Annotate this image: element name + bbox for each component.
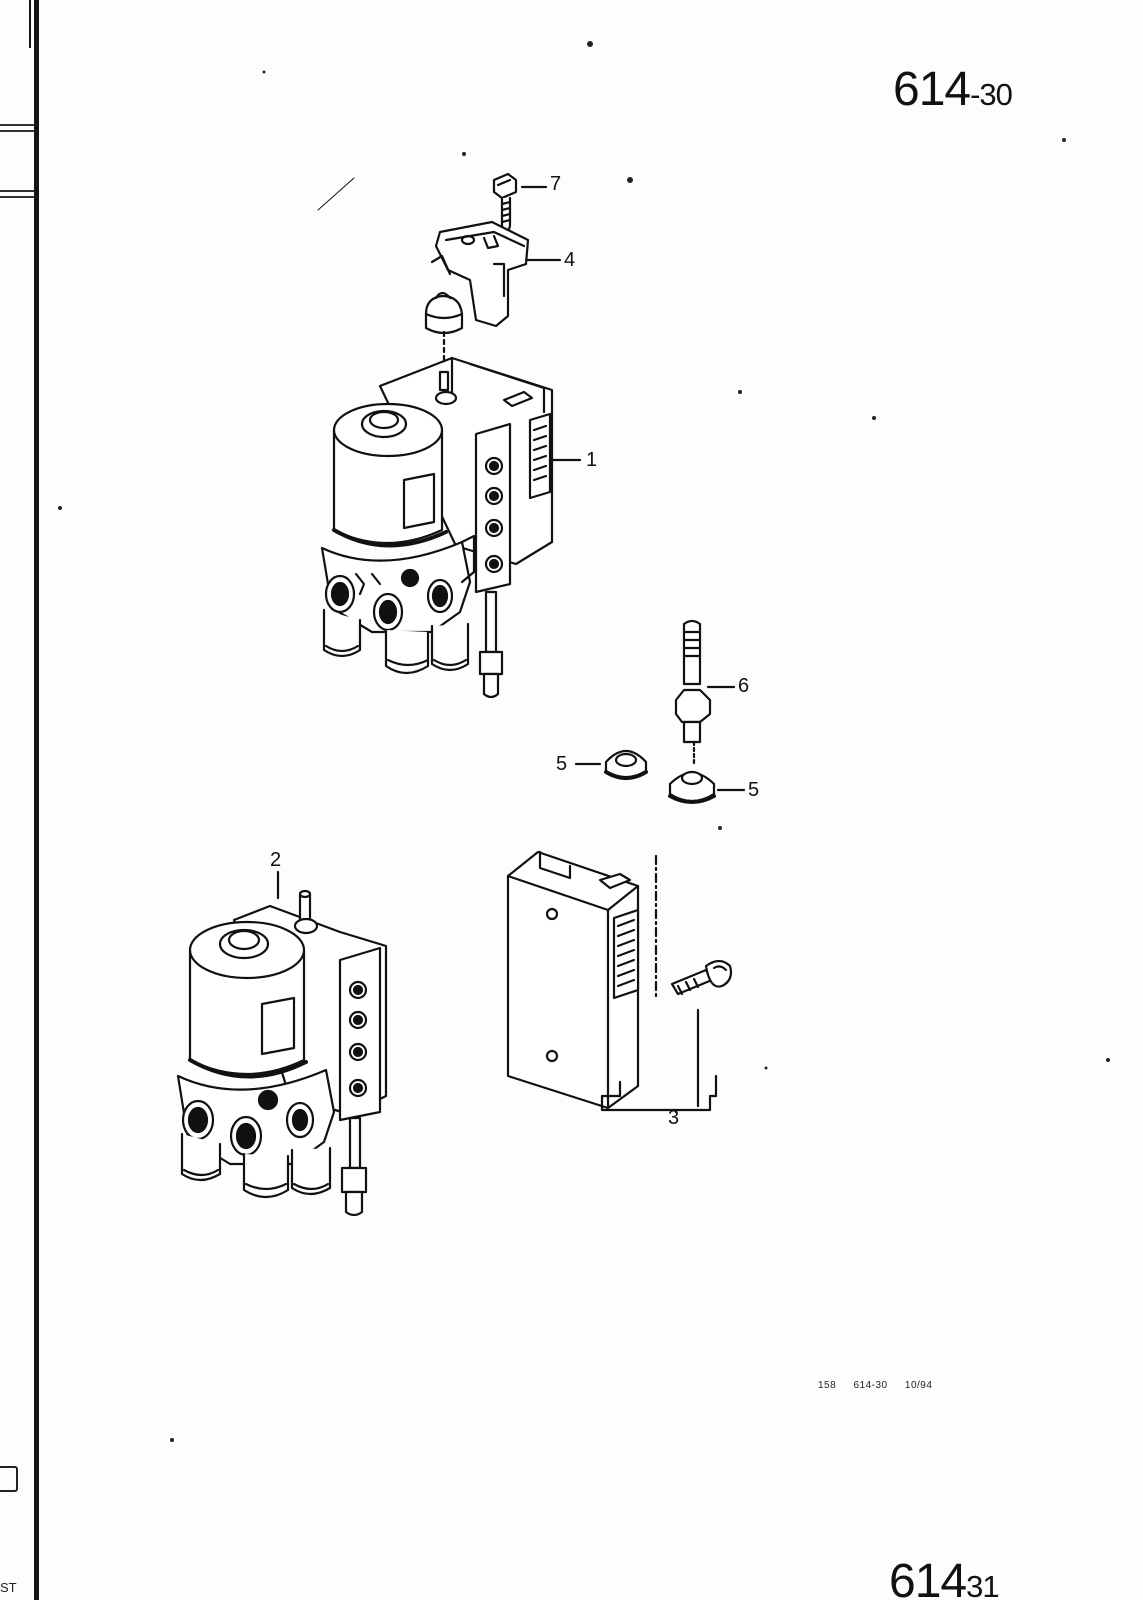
callout-1: 1: [586, 449, 598, 471]
binder-edge: [34, 0, 39, 1600]
callout-4: 4: [564, 249, 576, 271]
scan-noise: [58, 41, 1110, 1442]
callout-6: 6: [738, 675, 750, 697]
section-suffix: -30: [970, 77, 1013, 112]
part-4-bracket: [424, 220, 562, 335]
section-number-bottom: 61431: [889, 1555, 1000, 1608]
footer-code: 158 614-30 10/94: [818, 1380, 946, 1391]
part-2-pump-assembly: [176, 870, 388, 1217]
callout-5b: 5: [748, 779, 760, 801]
next-section-suffix: 31: [966, 1569, 999, 1604]
footer-code-part3: 10/94: [904, 1380, 933, 1391]
footer-code-part1: 158: [818, 1380, 837, 1391]
next-section-number: 614: [889, 1555, 967, 1608]
margin-checkbox: [0, 1466, 18, 1492]
callout-3: 3: [668, 1107, 680, 1129]
part-5-grommets: [574, 749, 746, 804]
footer-code-part2: 614-30: [853, 1380, 888, 1391]
margin-cut-text: ST: [0, 1580, 17, 1595]
section-number-top: 614-30: [893, 63, 1013, 116]
scan-scratch: [317, 177, 355, 211]
callout-2: 2: [270, 849, 282, 871]
binder-tick: [0, 196, 34, 198]
binder-tick: [0, 124, 34, 126]
section-number: 614: [893, 63, 971, 116]
part-1-pump-assembly: [320, 356, 582, 699]
binder-edge-thin: [29, 0, 31, 48]
callout-7: 7: [550, 173, 562, 195]
callout-5a: 5: [556, 753, 568, 775]
binder-tick: [0, 130, 34, 132]
part-6-stud-bolt: [674, 619, 736, 766]
part-3-control-unit: [506, 850, 733, 1114]
binder-tick: [0, 190, 34, 192]
